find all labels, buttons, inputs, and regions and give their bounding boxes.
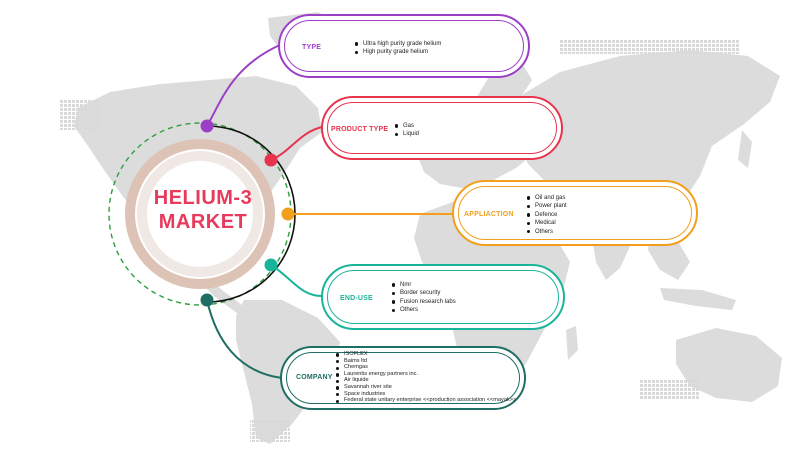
segment-label-application: APPLIACTION [464, 211, 514, 218]
list-item: High purity grade helium [354, 48, 441, 56]
segment-list-application: Oil and gas Power plant Defence Medical … [526, 194, 567, 236]
center-title: HELIUM-3 MARKET [143, 186, 263, 234]
segment-label-product-type: PRODUCT TYPE [331, 126, 389, 133]
segment-card-end-use [321, 264, 565, 330]
connector-type [206, 43, 283, 127]
segment-list-end-use: Nmr Border security Fusion research labs… [391, 281, 456, 315]
segment-label-company: COMPANY [296, 374, 333, 381]
segment-label-end-use: END-USE [340, 295, 373, 302]
node-product-type [264, 153, 278, 167]
card-inner-ring [327, 270, 559, 324]
list-item: Oil and gas [526, 194, 567, 202]
list-item: Space industries [335, 391, 516, 398]
list-item: Nmr [391, 281, 456, 289]
list-item: Liquid [394, 130, 419, 138]
list-item: Air liquide [335, 377, 516, 384]
card-inner-ring [458, 186, 692, 240]
segment-card-company [280, 346, 526, 410]
map-speckles [60, 40, 740, 442]
list-item: Gas [394, 122, 419, 130]
list-item: Chemgas [335, 364, 516, 371]
list-item: Baims ltd [335, 358, 516, 365]
segment-list-company: ISOFLEX Baims ltd Chemgas Laurentis ener… [335, 351, 516, 404]
list-item: Border security [391, 289, 456, 297]
center-title-line1: HELIUM-3 [153, 187, 253, 209]
card-inner-ring [286, 352, 520, 404]
list-item: Medical [526, 219, 567, 227]
card-inner-ring [284, 20, 524, 72]
node-type [200, 119, 214, 133]
card-inner-ring [327, 102, 557, 154]
segment-card-type [278, 14, 530, 78]
list-item: ISOFLEX [335, 351, 516, 358]
list-item: Others [526, 228, 567, 236]
list-item: Fusion research labs [391, 298, 456, 306]
node-application [281, 207, 295, 221]
segment-card-product-type [321, 96, 563, 160]
list-item: Others [391, 306, 456, 314]
connector-company [206, 299, 283, 379]
list-item: Power plant [526, 202, 567, 210]
segment-card-application [452, 180, 698, 246]
segment-label-type: TYPE [302, 44, 322, 51]
node-company [200, 293, 214, 307]
list-item: Federal state unitary enterprise <<produ… [335, 397, 516, 404]
center-title-line2: MARKET [158, 211, 248, 233]
list-item: Ultra high purity grade helium [354, 40, 441, 48]
connector-end-use [270, 264, 323, 297]
segment-list-product-type: Gas Liquid [394, 122, 419, 139]
list-item: Defence [526, 211, 567, 219]
center-disc [148, 162, 252, 266]
list-item: Savannah river site [335, 384, 516, 391]
list-item: Laurentis energy partners inc. [335, 371, 516, 378]
segment-list-type: Ultra high purity grade helium High puri… [354, 40, 441, 57]
node-end-use [264, 258, 278, 272]
